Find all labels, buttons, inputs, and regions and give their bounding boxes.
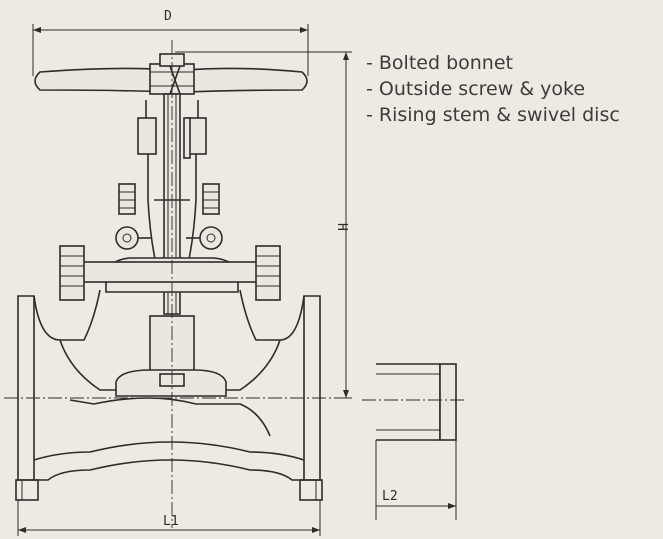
dimension-h-label: H [334,223,349,231]
feature-item: - Bolted bonnet [366,52,513,74]
dimension-l2-label: L2 [382,489,398,504]
feature-item: - Rising stem & swivel disc [366,104,620,126]
dimension-l1: L1 [17,500,321,536]
feature-list: - Bolted bonnet - Outside screw & yoke -… [366,50,620,128]
dimension-l1-label: L1 [163,514,179,529]
dimension-h: H [175,51,352,399]
upper-bolts [115,183,223,250]
dimension-d: D [32,9,309,76]
disc [115,315,227,397]
dimension-d-label: D [164,9,172,24]
feature-item: - Outside screw & yoke [366,78,586,100]
valve-body [15,289,323,501]
bonnet [59,245,281,301]
handwheel [34,53,308,95]
centerlines [4,40,340,528]
end-connection-detail: L2 [362,363,466,520]
